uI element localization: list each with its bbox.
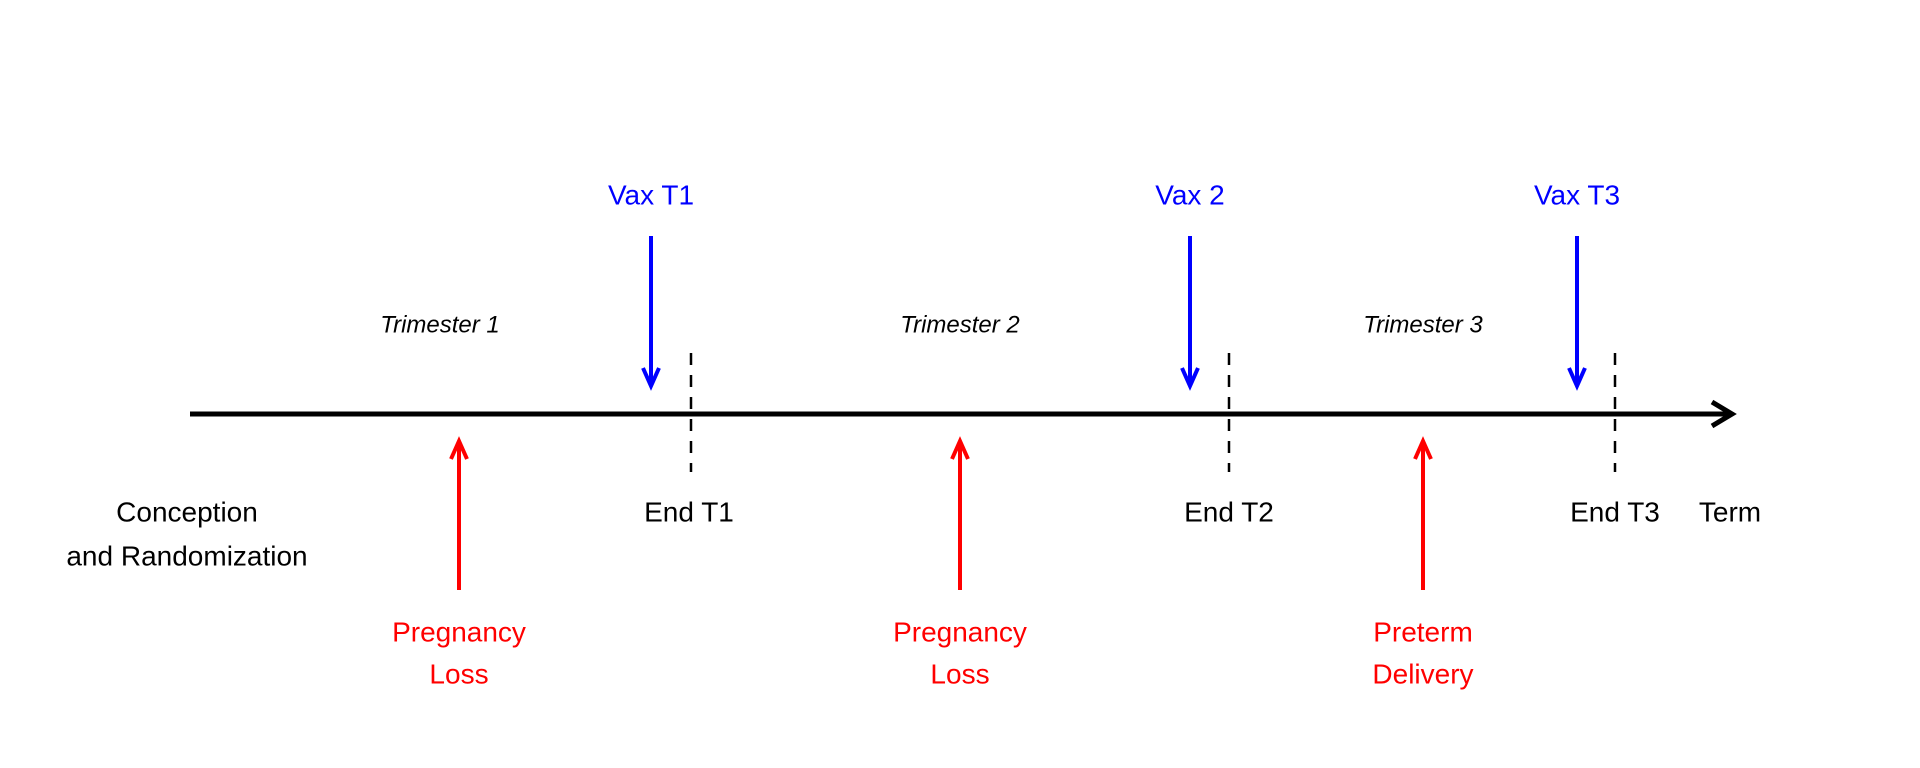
outcome-3-label-line2: Delivery [1372,658,1473,689]
outcome-2-label-line2: Loss [930,658,989,689]
conception-label: Conception [116,496,258,527]
vax-t1-label: Vax T1 [608,179,694,210]
axis-arrowhead-icon [1710,399,1737,429]
outcome-arrows [449,436,1433,590]
randomization-label: and Randomization [66,540,307,571]
outcome-2-label-line1: Pregnancy [893,616,1027,647]
vax-2-label: Vax 2 [1155,179,1225,210]
trimester-2-label: Trimester 2 [900,311,1020,338]
trimester-1-label: Trimester 1 [380,311,500,338]
outcome-3-label-line1: Preterm [1373,616,1473,647]
trimester-boundaries [689,353,1617,472]
outcome-1-label-line1: Pregnancy [392,616,526,647]
end-t1-label: End T1 [644,496,734,527]
end-t2-label: End T2 [1184,496,1274,527]
end-t3-label: End T3 [1570,496,1660,527]
outcome-1-label-line2: Loss [429,658,488,689]
vax-t3-label: Vax T3 [1534,179,1620,210]
vaccination-arrows [641,236,1587,391]
term-label: Term [1699,496,1761,527]
timeline-axis [190,399,1737,429]
trimester-3-label: Trimester 3 [1363,311,1483,338]
